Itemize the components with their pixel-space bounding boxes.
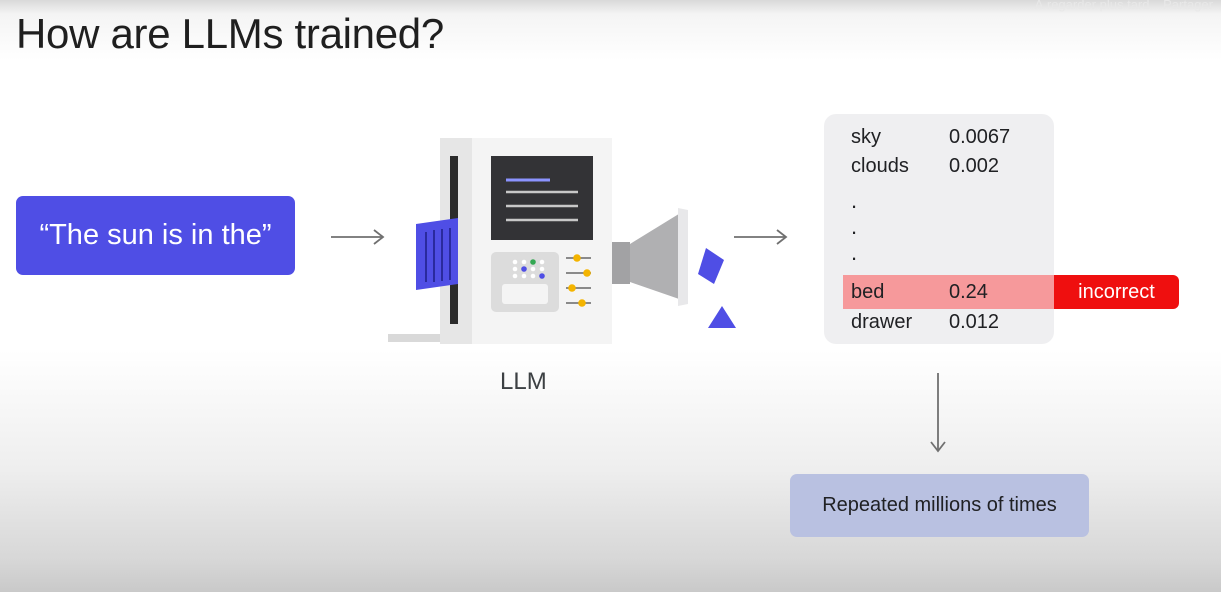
prediction-probability: 0.24: [949, 281, 988, 303]
video-overlay-actions: À regarder plus tard Partager: [1025, 0, 1213, 12]
incorrect-badge: incorrect: [1054, 275, 1179, 309]
prediction-word: clouds: [851, 155, 909, 177]
input-prompt-box: “The sun is in the”: [16, 196, 295, 275]
output-token-shape-icon: [698, 248, 724, 284]
prediction-word: bed: [851, 281, 885, 303]
slide-title: How are LLMs trained?: [16, 10, 444, 57]
output-triangle-icon: [708, 306, 736, 328]
ellipsis-dot: .: [851, 188, 858, 213]
ellipsis-dot: .: [851, 240, 858, 265]
arrow-right-icon: [331, 229, 385, 245]
share-button[interactable]: Partager: [1163, 0, 1213, 12]
arrow-right-icon: [734, 229, 788, 245]
prediction-word: drawer: [851, 311, 913, 333]
prediction-probability: 0.0067: [949, 126, 1011, 148]
sliders-icon: [566, 254, 591, 307]
watch-later-button[interactable]: À regarder plus tard: [1034, 0, 1150, 12]
arrow-down-icon: [930, 373, 946, 453]
highlighted-prediction-row: [843, 275, 1055, 309]
ellipsis-dot: .: [851, 214, 858, 239]
prediction-word: sky: [851, 126, 881, 148]
prediction-probability: 0.012: [949, 311, 1000, 333]
llm-machine-illustration: [388, 138, 736, 344]
prediction-probability: 0.002: [949, 155, 1000, 177]
output-funnel-icon: [612, 208, 688, 306]
repeat-note-box: Repeated millions of times: [790, 474, 1089, 537]
llm-label: LLM: [500, 368, 547, 395]
keypad-icon: [491, 252, 559, 312]
input-slot-icon: [416, 218, 458, 290]
